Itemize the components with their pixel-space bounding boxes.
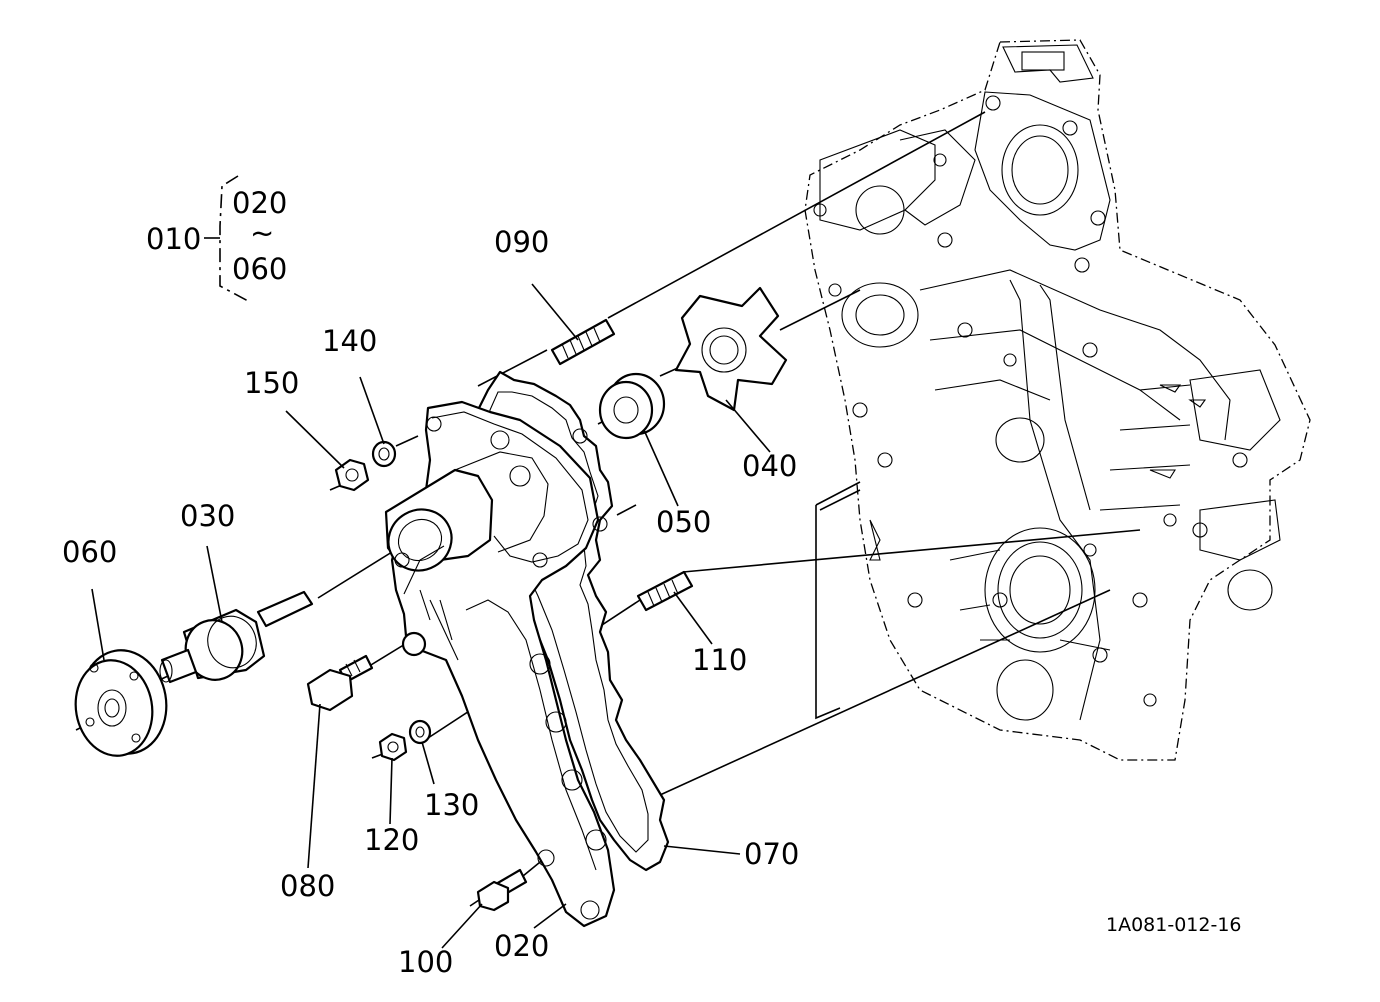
group-range-end-label: 060 [232,252,287,286]
leader-lines [91,283,771,949]
assembly-center-lines [75,111,1141,907]
callout-040: 040 [742,449,797,483]
drawing-code: 1A081-012-16 [1106,914,1242,936]
impeller-040 [674,286,788,412]
callout-120: 120 [364,823,419,857]
callout-030: 030 [180,499,235,533]
callout-150: 150 [244,366,299,400]
callout-020: 020 [494,929,549,963]
callout-050: 050 [656,505,711,539]
bolt-080 [306,654,374,712]
callout-110: 110 [692,643,747,677]
group-range-sep-label: ~ [250,216,274,250]
pulley-flange-060 [74,649,168,757]
callout-060: 060 [62,535,117,569]
callout-130: 130 [424,788,479,822]
callout-140: 140 [322,324,377,358]
mechanical-seal-050 [598,372,666,440]
bolt-100 [476,868,528,912]
nut-120 [378,732,408,762]
assembly-group-bracket [204,175,251,303]
group-range-start-label: 020 [232,186,287,220]
spring-washer-130 [408,719,432,745]
gear-case-housing [804,39,1311,761]
callout-100: 100 [398,945,453,979]
callout-090: 090 [494,225,549,259]
stud-090 [550,318,616,366]
part-labels: 010 020 ~ 060 090 140 150 030 060 040 05… [62,186,1242,979]
water-pump-body-020 [384,400,616,928]
stud-110 [636,570,694,612]
callout-070: 070 [744,837,799,871]
callout-080: 080 [280,869,335,903]
shaft-bearing-030 [159,590,314,684]
group-parent-label: 010 [146,222,201,256]
spring-washer-140 [371,440,397,468]
